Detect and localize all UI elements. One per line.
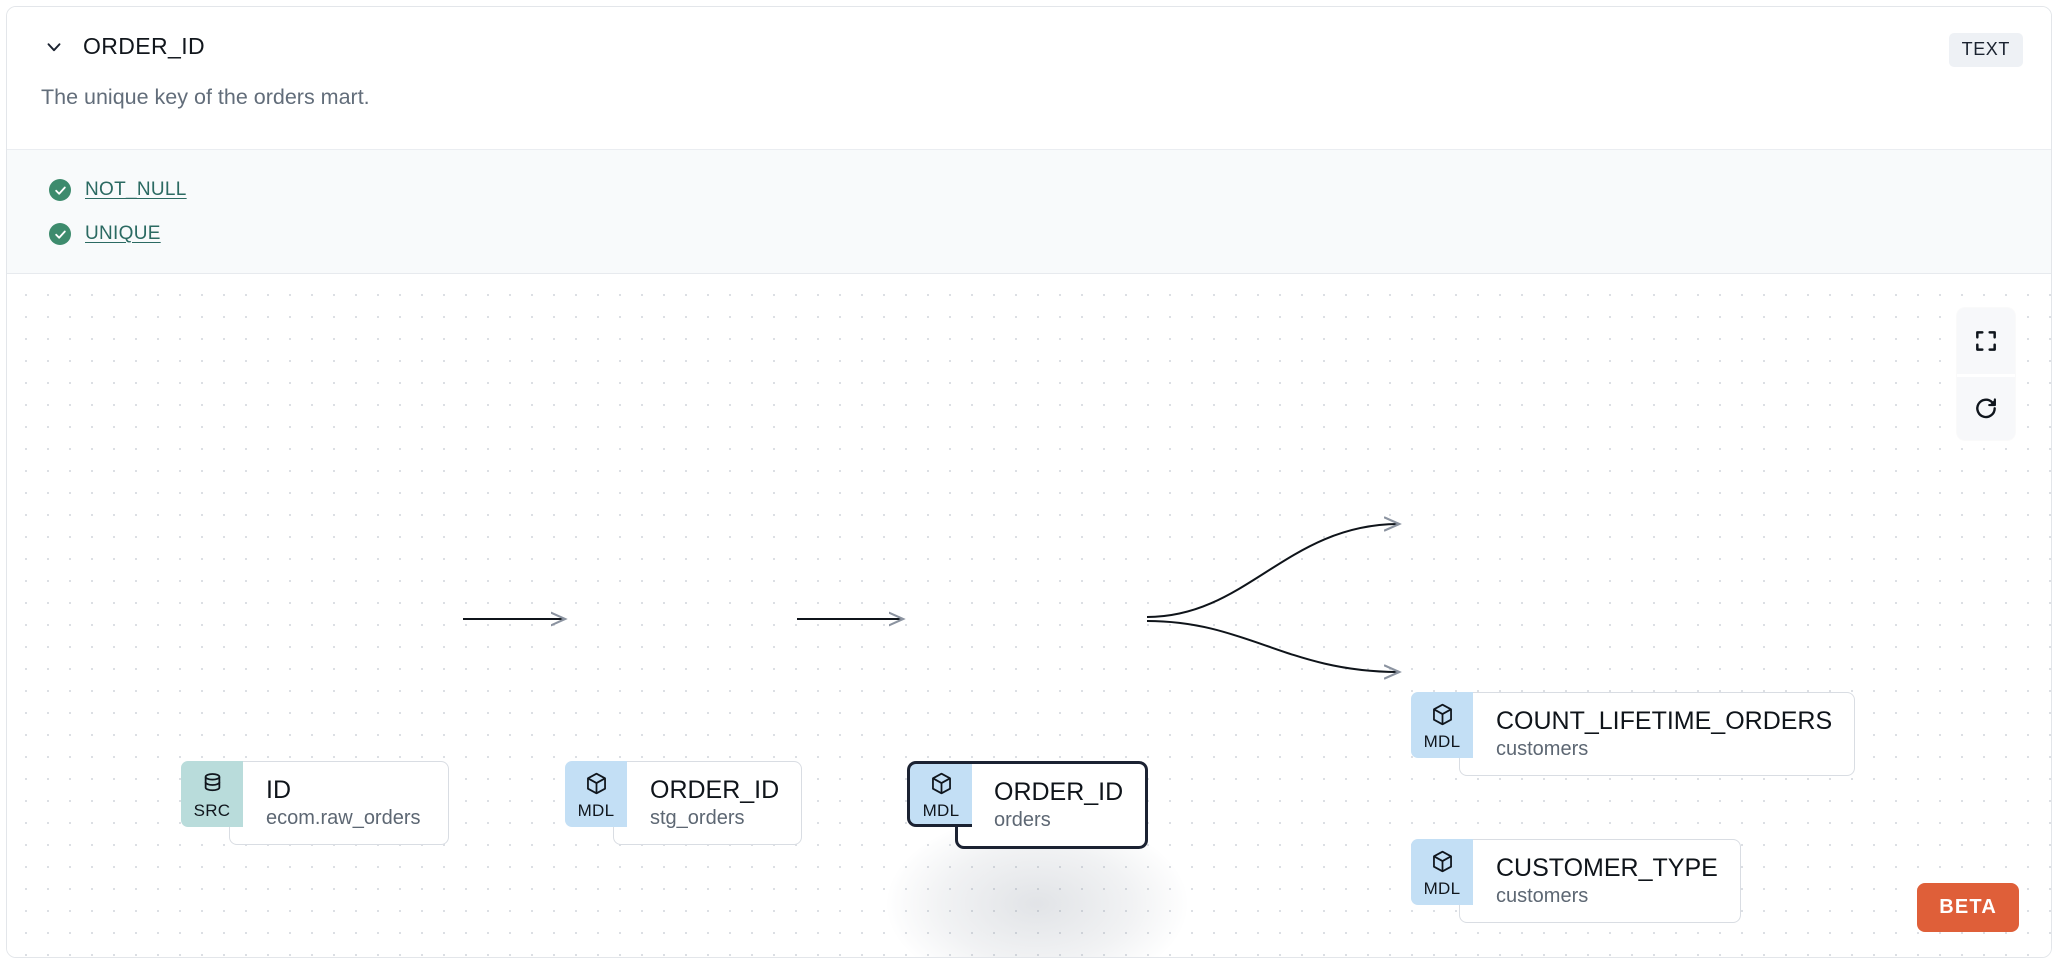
node-subtitle: customers (1496, 738, 1589, 760)
node-subtitle: orders (994, 809, 1051, 831)
cube-icon (584, 771, 609, 801)
node-name: CUSTOMER_TYPE (1496, 854, 1718, 882)
test-link-unique[interactable]: UNIQUE (85, 223, 161, 244)
test-link-not-null[interactable]: NOT_NULL (85, 179, 187, 200)
cube-icon (929, 771, 954, 801)
badge-mdl: MDL (565, 761, 627, 827)
column-detail-card: ORDER_ID The unique key of the orders ma… (6, 6, 2052, 958)
check-circle-icon (49, 223, 71, 245)
check-circle-icon (49, 179, 71, 201)
lineage-node-mdl-count-lifetime-orders[interactable]: MDL COUNT_LIFETIME_ORDERS customers (1411, 692, 1856, 776)
tests-section: NOT_NULL UNIQUE (7, 149, 2051, 274)
node-body: COUNT_LIFETIME_ORDERS customers (1459, 692, 1856, 776)
fit-view-button[interactable] (1957, 308, 2015, 374)
node-body: ID ecom.raw_orders (229, 761, 449, 845)
node-name: ID (266, 776, 291, 804)
lineage-node-mdl-stg-orders[interactable]: MDL ORDER_ID stg_orders (565, 761, 803, 845)
node-subtitle: customers (1496, 885, 1589, 907)
lineage-edges (463, 274, 2051, 958)
canvas-controls (1957, 308, 2015, 440)
lineage-node-mdl-customer-type[interactable]: MDL CUSTOMER_TYPE customers (1411, 839, 1741, 923)
cube-icon (1430, 849, 1455, 879)
lineage-node-src-id[interactable]: SRC ID ecom.raw_orders (181, 761, 449, 845)
database-icon (200, 771, 225, 801)
node-name: COUNT_LIFETIME_ORDERS (1496, 707, 1833, 735)
badge-label: MDL (1423, 732, 1461, 751)
beta-badge[interactable]: BETA (1917, 883, 2019, 932)
data-type-badge: TEXT (1948, 33, 2023, 67)
badge-label: MDL (1423, 879, 1461, 898)
chevron-down-icon[interactable] (41, 34, 67, 60)
fullscreen-icon (1973, 328, 1999, 354)
node-subtitle: ecom.raw_orders (266, 807, 421, 829)
badge-mdl: MDL (1411, 692, 1473, 758)
lineage-canvas[interactable]: SRC ID ecom.raw_orders MDL ORDE (7, 274, 2051, 958)
node-body: CUSTOMER_TYPE customers (1459, 839, 1741, 923)
badge-mdl: MDL (1411, 839, 1473, 905)
refresh-button[interactable] (1957, 374, 2015, 440)
node-body: ORDER_ID orders (955, 761, 1149, 849)
badge-mdl: MDL (907, 761, 972, 827)
test-row: UNIQUE (49, 212, 2051, 256)
page-title: ORDER_ID (83, 33, 206, 59)
card-header: ORDER_ID The unique key of the orders ma… (7, 7, 2051, 149)
test-row: NOT_NULL (49, 168, 2051, 212)
node-name: ORDER_ID (650, 776, 780, 804)
cube-icon (1430, 702, 1455, 732)
badge-src: SRC (181, 761, 243, 827)
column-title-row: ORDER_ID (41, 33, 205, 60)
column-description: The unique key of the orders mart. (41, 85, 370, 109)
badge-label: MDL (577, 801, 615, 820)
badge-label: SRC (193, 801, 231, 820)
node-subtitle: stg_orders (650, 807, 745, 829)
lineage-node-mdl-orders[interactable]: MDL ORDER_ID orders (907, 761, 1149, 849)
badge-label: MDL (922, 801, 960, 820)
node-body: ORDER_ID stg_orders (613, 761, 803, 845)
refresh-icon (1973, 396, 1999, 422)
node-name: ORDER_ID (994, 778, 1124, 806)
